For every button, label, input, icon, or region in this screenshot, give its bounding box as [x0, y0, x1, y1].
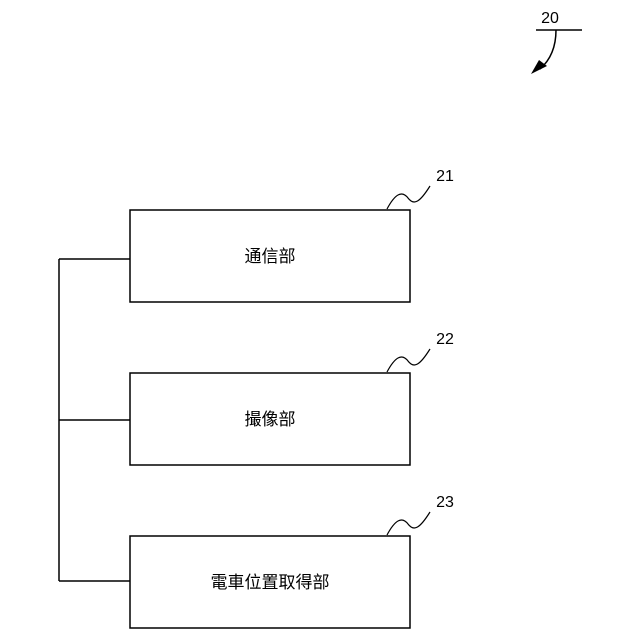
reference-number: 23: [436, 494, 454, 511]
block-label: 撮像部: [245, 410, 296, 430]
block-label: 通信部: [245, 247, 296, 267]
figure-reference: 20: [531, 10, 582, 74]
block-imaging-unit: 撮像部 22: [130, 331, 454, 465]
figure-reference-arrowhead: [531, 60, 547, 74]
reference-leader-squiggle: [387, 186, 430, 209]
reference-number: 22: [436, 331, 454, 348]
connection-bus: [59, 259, 130, 581]
figure-reference-number: 20: [541, 10, 559, 27]
reference-number: 21: [436, 168, 454, 185]
block-label: 電車位置取得部: [211, 573, 330, 593]
block-communication-unit: 通信部 21: [130, 168, 454, 302]
reference-leader-squiggle: [387, 349, 430, 372]
block-train-position-acquisition-unit: 電車位置取得部 23: [130, 494, 454, 628]
reference-leader-squiggle: [387, 512, 430, 535]
